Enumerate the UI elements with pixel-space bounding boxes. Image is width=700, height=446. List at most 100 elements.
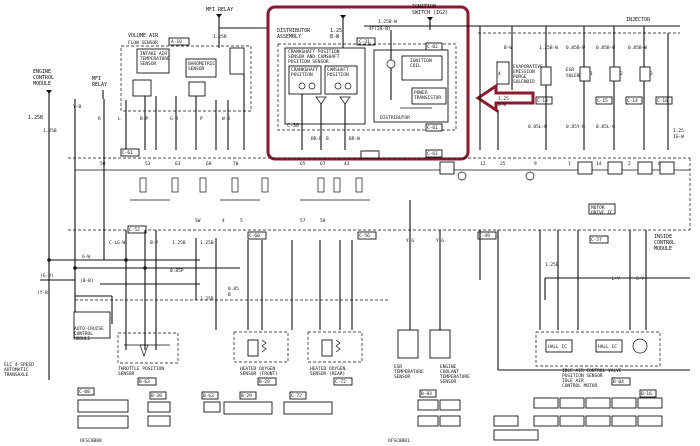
- svg-text:SENSOR: SENSOR: [394, 374, 411, 380]
- svg-text:HALL IC: HALL IC: [548, 344, 567, 350]
- svg-text:C-LG-W: C-LG-W: [109, 240, 126, 246]
- engine-control-module: ENGINE CONTROL MODULE: [33, 69, 54, 99]
- svg-text:B-W: B-W: [330, 34, 340, 40]
- svg-text:ELC 4-SPEED: ELC 4-SPEED: [4, 362, 34, 368]
- svg-text:BR-R: BR-R: [311, 136, 322, 142]
- svg-text:(G-B): (G-B): [40, 273, 54, 279]
- svg-text:63: 63: [175, 161, 181, 167]
- svg-text:G-W: G-W: [82, 254, 90, 260]
- svg-text:AUTO-CRUISE: AUTO-CRUISE: [74, 326, 104, 332]
- svg-text:B: B: [228, 292, 231, 298]
- svg-text:C-16: C-16: [657, 98, 668, 104]
- svg-text:C-15: C-15: [597, 98, 608, 104]
- svg-text:0.85P: 0.85P: [170, 268, 184, 274]
- svg-text:C-08: C-08: [79, 389, 90, 395]
- svg-text:OFSC0B80: OFSC0B80: [80, 438, 102, 444]
- svg-text:CONTROL: CONTROL: [74, 331, 93, 337]
- svg-text:SENSOR: SENSOR: [118, 371, 135, 377]
- svg-text:1.25B-W: 1.25B-W: [378, 19, 397, 25]
- egr-temp-sensor: EGR TEMPERATURE SENSOR: [394, 329, 424, 380]
- ignition-switch: IGNITION SWITCH (IG2) 1.25B-W: [364, 4, 470, 30]
- svg-text:C-57: C-57: [591, 237, 602, 243]
- svg-text:IGNITION: IGNITION: [410, 58, 432, 64]
- svg-text:0.85: 0.85: [228, 286, 239, 292]
- svg-text:1.25R: 1.25R: [213, 34, 227, 40]
- svg-text:C-52: C-52: [129, 227, 140, 233]
- svg-text:A-10: A-10: [171, 39, 182, 45]
- svg-text:1.25B: 1.25B: [200, 240, 214, 246]
- svg-text:1.25B-W: 1.25B-W: [539, 45, 558, 51]
- svg-text:B: B: [326, 136, 329, 142]
- svg-text:HEATED OXYGEN: HEATED OXYGEN: [240, 366, 276, 372]
- svg-text:C-49: C-49: [479, 233, 490, 239]
- svg-text:1: 1: [568, 161, 571, 167]
- svg-text:0.85L-W: 0.85L-W: [528, 124, 547, 130]
- svg-text:SENSOR: SENSOR: [440, 379, 457, 385]
- wire-label-125b: 1.25B: [28, 115, 43, 121]
- svg-text:53: 53: [145, 161, 151, 167]
- svg-text:G-Y: G-Y: [636, 276, 644, 282]
- svg-text:EVAPORATIVE: EVAPORATIVE: [513, 64, 543, 70]
- svg-text:C-30: C-30: [287, 123, 299, 129]
- svg-text:ENGINE: ENGINE: [440, 364, 457, 370]
- svg-text:C-31: C-31: [359, 39, 370, 45]
- svg-text:4: 4: [222, 218, 225, 224]
- svg-text:4: 4: [498, 71, 501, 77]
- svg-text:43: 43: [344, 161, 350, 167]
- svg-text:L: L: [118, 116, 121, 122]
- svg-text:TRANSAXLE: TRANSAXLE: [4, 372, 29, 378]
- svg-text:TEMPERATURE: TEMPERATURE: [440, 374, 470, 380]
- svg-text:SW: SW: [195, 218, 201, 224]
- svg-text:SOLENOID: SOLENOID: [513, 79, 535, 85]
- svg-text:VOLUME AIR: VOLUME AIR: [128, 33, 159, 39]
- svg-text:5: 5: [240, 218, 243, 224]
- svg-text:B-38: B-38: [151, 393, 162, 399]
- svg-text:65: 65: [300, 161, 306, 167]
- svg-text:BR-W: BR-W: [349, 136, 360, 142]
- svg-text:(Y-B): (Y-B): [37, 290, 51, 296]
- svg-text:TEMPERATURE: TEMPERATURE: [394, 369, 424, 375]
- svg-text:67: 67: [320, 161, 326, 167]
- svg-text:IDLE AIR CONTROL VALVE: IDLE AIR CONTROL VALVE: [562, 368, 622, 374]
- svg-text:COOLANT: COOLANT: [440, 369, 459, 375]
- svg-text:MOTOR: MOTOR: [591, 205, 605, 211]
- svg-text:68: 68: [206, 161, 212, 167]
- svg-text:1.25B: 1.25B: [545, 262, 559, 268]
- svg-text:IG-W: IG-W: [673, 134, 684, 140]
- svg-text:DISTRIBUTOR: DISTRIBUTOR: [380, 115, 410, 121]
- coolant-temp-sensor: ENGINE COOLANT TEMPERATURE SENSOR: [429, 329, 470, 385]
- svg-text:DRIVE IC: DRIVE IC: [591, 210, 613, 216]
- svg-text:0.85L-G: 0.85L-G: [596, 124, 615, 130]
- svg-text:CONTROL: CONTROL: [33, 75, 54, 81]
- svg-text:(B-B): (B-B): [80, 278, 94, 284]
- svg-text:RELAY: RELAY: [92, 82, 107, 88]
- svg-text:SOLENOID: SOLENOID: [566, 73, 588, 79]
- svg-text:IGNITION: IGNITION: [412, 4, 436, 10]
- volume-air-flow-sensor: VOLUME AIR FLOW SENSOR A-10 1.25R INTAKE…: [120, 33, 252, 112]
- heated-o2-rear: HEATED OXYGEN SENSOR (REAR) C-72: [307, 331, 363, 386]
- svg-text:HEATED OXYGEN: HEATED OXYGEN: [310, 366, 346, 372]
- svg-text:B-P: B-P: [150, 240, 158, 246]
- svg-text:SENSOR (FRONT): SENSOR (FRONT): [240, 371, 278, 377]
- svg-text:P: P: [200, 116, 203, 122]
- svg-text:OFSC0B81: OFSC0B81: [388, 438, 410, 444]
- svg-text:58: 58: [320, 218, 326, 224]
- svg-text:SENSOR: SENSOR: [140, 61, 157, 67]
- svg-text:B-W: B-W: [504, 45, 512, 51]
- svg-text:1.25: 1.25: [673, 128, 684, 134]
- svg-text:TEMPERATURE: TEMPERATURE: [140, 56, 170, 62]
- svg-text:0.85B-W: 0.85B-W: [628, 45, 647, 51]
- svg-text:B-04: B-04: [613, 379, 624, 385]
- svg-text:C-72: C-72: [291, 393, 302, 399]
- svg-text:1.25: 1.25: [498, 96, 509, 102]
- svg-text:B-W: B-W: [498, 102, 506, 108]
- svg-text:2: 2: [628, 161, 631, 167]
- heated-o2-front: HEATED OXYGEN SENSOR (FRONT) B-29: [233, 331, 289, 386]
- svg-text:L-Y: L-Y: [612, 276, 620, 282]
- mfi-relay-left: MFI RELAY: [92, 76, 107, 99]
- svg-text:CRANKSHAFT: CRANKSHAFT: [291, 67, 318, 73]
- svg-text:SENSOR: SENSOR: [188, 66, 205, 72]
- svg-text:1.25B: 1.25B: [172, 240, 186, 246]
- svg-text:B-63: B-63: [139, 379, 150, 385]
- svg-text:CRANKSHAFT POSITION: CRANKSHAFT POSITION: [288, 49, 340, 55]
